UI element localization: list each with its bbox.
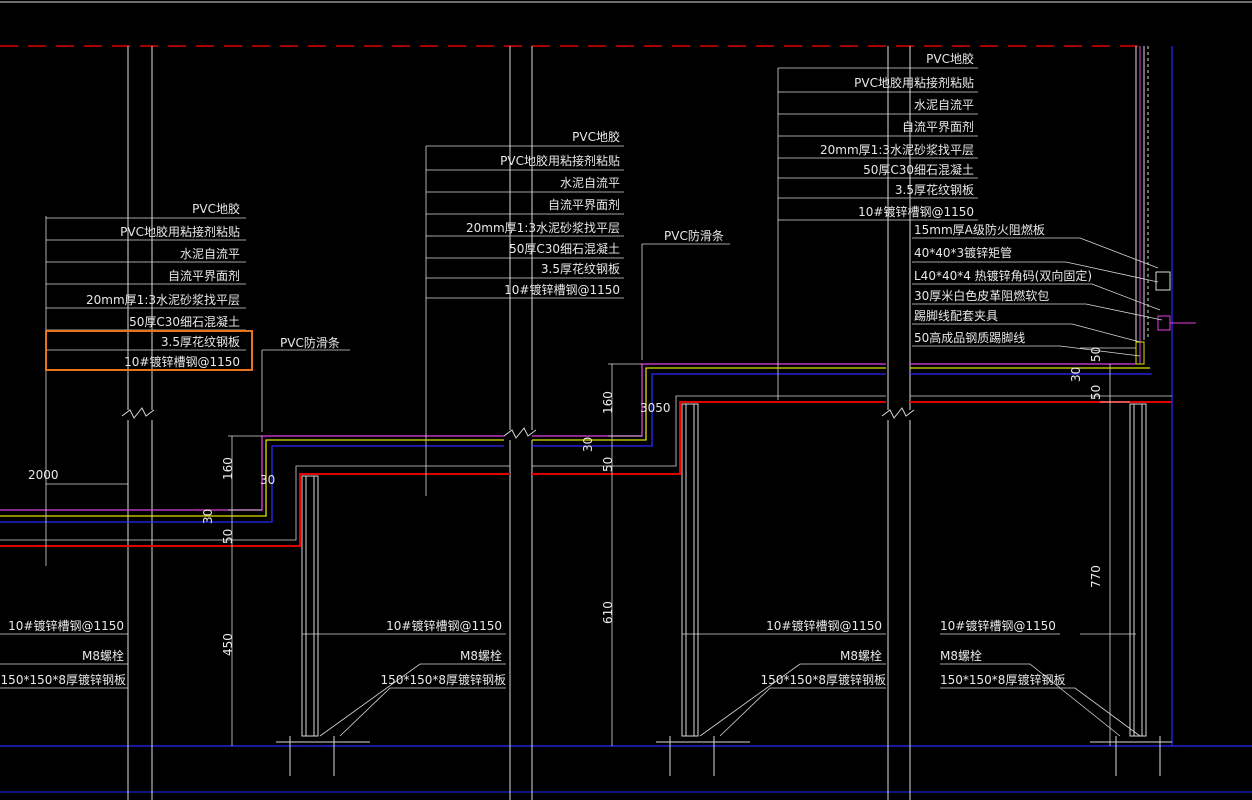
callout-grid-middle bbox=[426, 145, 624, 299]
callout-text-wall: 15mm厚A级防火阻燃板 40*40*3镀锌矩管 L40*40*4 热镀锌角码(… bbox=[914, 222, 1092, 345]
callout-right-6: 3.5厚花纹钢板 bbox=[895, 182, 974, 197]
dim-610: 610 bbox=[601, 601, 615, 624]
dim-770: 770 bbox=[1089, 565, 1103, 588]
support-left-channel: 10#镀锌槽钢@1150 bbox=[8, 619, 124, 633]
anti-slip-label-left: PVC防滑条 bbox=[280, 335, 340, 350]
callout-wall-4: 踢脚线配套夹具 bbox=[914, 308, 998, 323]
support-far-bolt: M8螺栓 bbox=[940, 648, 982, 663]
anti-slip-label-middle: PVC防滑条 bbox=[664, 228, 724, 243]
dim-50-b: 50 bbox=[601, 457, 615, 472]
support-mid-channel: 10#镀锌槽钢@1150 bbox=[386, 619, 502, 633]
callout-middle-1: PVC地胶用粘接剂粘贴 bbox=[500, 153, 620, 168]
callout-left-0: PVC地胶 bbox=[192, 201, 240, 216]
dim-160-a: 160 bbox=[221, 457, 235, 480]
callout-wall-5: 50高成品钢质踢脚线 bbox=[914, 330, 1025, 345]
callout-wall-0: 15mm厚A级防火阻燃板 bbox=[914, 222, 1045, 237]
dim-2000: 2000 bbox=[28, 468, 59, 482]
dim-30-d: 30 bbox=[1069, 367, 1083, 382]
dim-50-c: 50 bbox=[1089, 347, 1103, 362]
dim-3050: 3050 bbox=[640, 401, 671, 415]
column-3 bbox=[881, 46, 915, 800]
support-left-bolt: M8螺栓 bbox=[82, 648, 124, 663]
callout-right-7: 10#镀锌槽钢@1150 bbox=[858, 205, 974, 219]
callout-grid-wall bbox=[912, 237, 1163, 357]
callout-text-right: PVC地胶 PVC地胶用粘接剂粘贴 水泥自流平 自流平界面剂 20mm厚1:3水… bbox=[820, 51, 974, 219]
callout-left-4: 20mm厚1:3水泥砂浆找平层 bbox=[86, 292, 240, 307]
callout-wall-3: 30厚米白色皮革阻燃软包 bbox=[914, 288, 1049, 303]
support-labels-right: 10#镀锌槽钢@1150 M8螺栓 150*150*8厚镀锌钢板 bbox=[761, 619, 886, 687]
support-far-channel: 10#镀锌槽钢@1150 bbox=[940, 619, 1056, 633]
callout-right-4: 20mm厚1:3水泥砂浆找平层 bbox=[820, 142, 974, 157]
callout-text-middle: PVC地胶 PVC地胶用粘接剂粘贴 水泥自流平 自流平界面剂 20mm厚1:3水… bbox=[466, 129, 620, 297]
floor-level-low bbox=[0, 435, 510, 547]
support-left-plate: 150*150*8厚镀锌钢板 bbox=[1, 673, 126, 687]
channel-supports bbox=[276, 403, 1172, 776]
callout-left-2: 水泥自流平 bbox=[180, 247, 240, 261]
floor-level-mid bbox=[532, 363, 886, 475]
callout-middle-4: 20mm厚1:3水泥砂浆找平层 bbox=[466, 220, 620, 235]
support-labels-far-right: 10#镀锌槽钢@1150 M8螺栓 150*150*8厚镀锌钢板 bbox=[940, 619, 1065, 687]
floor-level-high bbox=[910, 363, 1172, 403]
dim-30-a: 30 bbox=[260, 473, 275, 487]
support-labels-left: 10#镀锌槽钢@1150 M8螺栓 150*150*8厚镀锌钢板 bbox=[1, 619, 126, 687]
callout-middle-3: 自流平界面剂 bbox=[548, 197, 620, 212]
wall-section bbox=[1135, 46, 1196, 365]
dim-160-b: 160 bbox=[601, 391, 615, 414]
callout-text-left: PVC地胶 PVC地胶用粘接剂粘贴 水泥自流平 自流平界面剂 20mm厚1:3水… bbox=[86, 201, 240, 369]
callout-middle-2: 水泥自流平 bbox=[560, 176, 620, 190]
support-mid-plate: 150*150*8厚镀锌钢板 bbox=[381, 673, 506, 687]
callout-left-6: 3.5厚花纹钢板 bbox=[161, 334, 240, 349]
dimension-lines bbox=[45, 68, 1136, 746]
callout-left-3: 自流平界面剂 bbox=[168, 268, 240, 283]
dim-450: 450 bbox=[221, 633, 235, 656]
dim-50-a: 50 bbox=[221, 529, 235, 544]
anti-slip-leaders bbox=[262, 243, 730, 351]
dim-30-b: 30 bbox=[201, 509, 215, 524]
callout-right-3: 自流平界面剂 bbox=[902, 119, 974, 134]
callout-right-0: PVC地胶 bbox=[926, 51, 974, 66]
column-2 bbox=[503, 46, 537, 800]
callout-left-1: PVC地胶用粘接剂粘贴 bbox=[120, 224, 240, 239]
callout-middle-0: PVC地胶 bbox=[572, 129, 620, 144]
callout-middle-5: 50厚C30细石混凝土 bbox=[509, 241, 620, 256]
support-mid-bolt: M8螺栓 bbox=[460, 648, 502, 663]
callout-left-7: 10#镀锌槽钢@1150 bbox=[124, 355, 240, 369]
callout-grid-right bbox=[778, 67, 978, 221]
callout-right-1: PVC地胶用粘接剂粘贴 bbox=[854, 75, 974, 90]
dim-30-c: 30 bbox=[581, 437, 595, 452]
dim-50-d: 50 bbox=[1089, 385, 1103, 400]
support-right-plate: 150*150*8厚镀锌钢板 bbox=[761, 673, 886, 687]
column-1 bbox=[121, 46, 155, 800]
callout-left-5: 50厚C30细石混凝土 bbox=[129, 314, 240, 329]
support-leaders bbox=[0, 633, 1141, 737]
support-far-plate: 150*150*8厚镀锌钢板 bbox=[940, 673, 1065, 687]
callout-middle-7: 10#镀锌槽钢@1150 bbox=[504, 283, 620, 297]
callout-wall-1: 40*40*3镀锌矩管 bbox=[914, 245, 1012, 260]
callout-middle-6: 3.5厚花纹钢板 bbox=[541, 261, 620, 276]
support-right-channel: 10#镀锌槽钢@1150 bbox=[766, 619, 882, 633]
callout-wall-2: L40*40*4 热镀锌角码(双向固定) bbox=[914, 268, 1092, 283]
callout-right-5: 50厚C30细石混凝土 bbox=[863, 162, 974, 177]
callout-right-2: 水泥自流平 bbox=[914, 98, 974, 112]
support-labels-mid: 10#镀锌槽钢@1150 M8螺栓 150*150*8厚镀锌钢板 bbox=[381, 619, 506, 687]
support-right-bolt: M8螺栓 bbox=[840, 648, 882, 663]
selection-highlight-box[interactable] bbox=[45, 330, 253, 371]
